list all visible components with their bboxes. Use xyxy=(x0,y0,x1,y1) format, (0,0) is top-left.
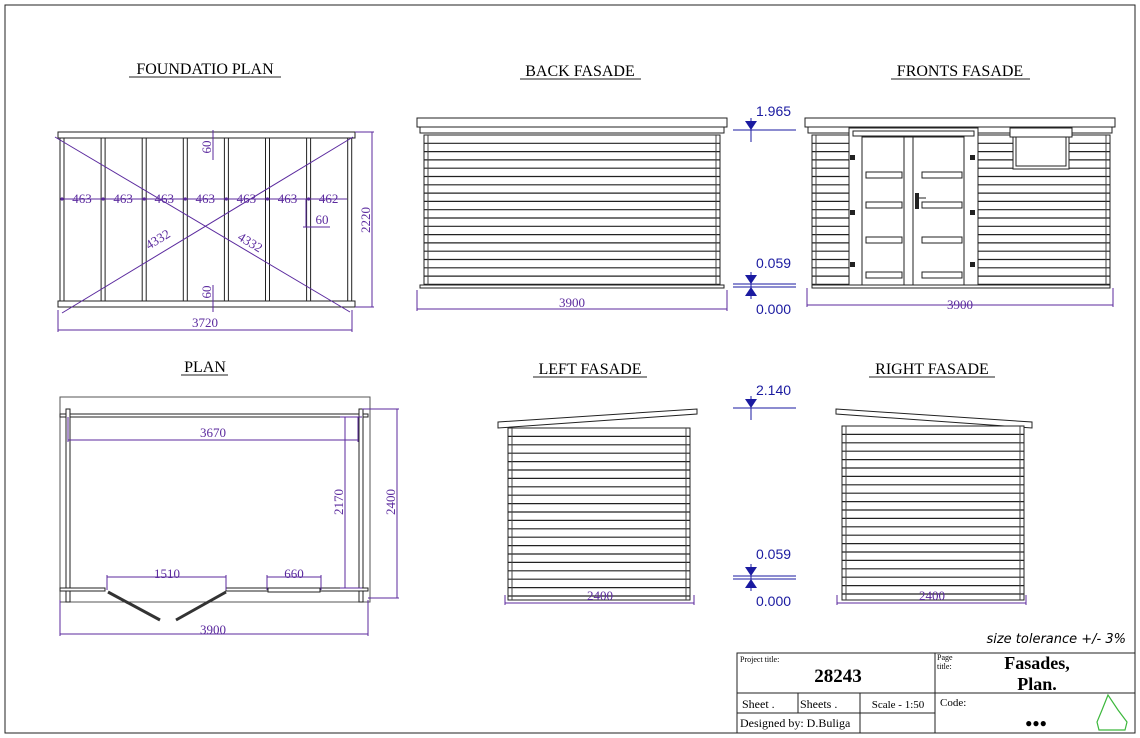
sheets-label: Sheets . xyxy=(800,697,837,711)
page-title-label-1: Page xyxy=(937,653,953,662)
page-title-line-2: Plan. xyxy=(1017,674,1057,694)
level-ground: 0.000 xyxy=(756,593,791,609)
left-fasade: 2400 xyxy=(497,408,698,605)
dim-point xyxy=(183,197,187,201)
dim-diagonal-2: 4332 xyxy=(235,229,265,255)
dim-right-width: 2400 xyxy=(919,588,945,603)
level-floor: 0.059 xyxy=(756,546,791,562)
double-door xyxy=(848,127,979,286)
door-rail xyxy=(865,236,903,244)
door-rail xyxy=(921,201,963,209)
dim-outer-width: 3900 xyxy=(200,622,226,637)
level-markers-bottom: 2.140 0.059 0.000 xyxy=(733,382,796,609)
hinge-icon xyxy=(970,262,975,267)
designed-by: Designed by: D.Buliga xyxy=(740,716,851,730)
door-rail xyxy=(865,201,903,209)
dim-joist-width: 60 xyxy=(316,212,329,227)
joist xyxy=(59,137,65,302)
tree-logo-icon xyxy=(1096,693,1128,731)
dim-point xyxy=(142,197,146,201)
title-right-fasade: RIGHT FASADE xyxy=(875,361,989,378)
sheet-border xyxy=(4,4,1136,734)
dim-top-gap: 60 xyxy=(199,141,214,154)
dim-joist-spacing: 462 xyxy=(319,191,339,206)
dim-front-width: 3900 xyxy=(947,297,973,312)
code-value: ●●● xyxy=(1025,716,1047,730)
dim-inner-width: 3670 xyxy=(200,425,226,440)
title-back-fasade: BACK FASADE xyxy=(525,63,635,80)
hinge-icon xyxy=(970,155,975,160)
joist xyxy=(182,137,188,302)
joist xyxy=(141,137,147,302)
tolerance-note: size tolerance +/- 3% xyxy=(986,632,1126,647)
dim-foundation-depth: 2220 xyxy=(358,207,373,233)
dim-joist-spacing: 463 xyxy=(237,191,257,206)
door-rail xyxy=(921,236,963,244)
joist xyxy=(306,137,312,302)
view-titles: FOUNDATIO PLAN BACK FASADE FRONTS FASADE… xyxy=(129,61,1030,378)
level-roof: 1.965 xyxy=(756,103,791,119)
dim-foundation-width: 3720 xyxy=(192,315,218,330)
joist xyxy=(100,137,106,302)
right-fasade: 2400 xyxy=(835,408,1033,605)
joist xyxy=(347,137,353,302)
title-plan: PLAN xyxy=(184,359,226,376)
title-front-fasade: FRONTS FASADE xyxy=(897,63,1023,80)
title-block-text: Project title: 28243 Page title: Fasades… xyxy=(740,653,1070,730)
page-title-label-2: title: xyxy=(937,662,952,671)
joist xyxy=(223,137,229,302)
sheet-label: Sheet . xyxy=(742,697,775,711)
dim-joist-spacing: 463 xyxy=(154,191,174,206)
dim-point xyxy=(265,197,270,201)
dim-point xyxy=(101,197,105,201)
hinge-icon xyxy=(850,210,855,215)
dim-outer-depth: 2400 xyxy=(383,489,398,515)
page-title-line-1: Fasades, xyxy=(1004,653,1070,673)
door-rail xyxy=(865,171,903,179)
dim-back-width: 3900 xyxy=(559,295,585,310)
project-title-label: Project title: xyxy=(740,655,779,664)
floor-plan: 3670 2170 2400 1510 660 3900 xyxy=(59,396,399,637)
front-fasade: 3900 xyxy=(804,117,1116,312)
dim-joist-spacing: 463 xyxy=(113,191,133,206)
code-label: Code: xyxy=(940,697,966,709)
level-markers-top: 1.965 0.059 0.000 xyxy=(733,103,796,317)
dim-door-width: 1510 xyxy=(154,566,180,581)
dim-point xyxy=(307,197,311,201)
dim-left-width: 2400 xyxy=(587,588,613,603)
door-rail xyxy=(921,271,963,279)
door-rail xyxy=(865,271,903,279)
hinge-icon xyxy=(970,210,975,215)
project-number: 28243 xyxy=(814,666,862,687)
title-block xyxy=(736,652,1136,734)
dim-joist-spacing: 463 xyxy=(196,191,216,206)
level-floor: 0.059 xyxy=(756,255,791,271)
door-handle-icon xyxy=(915,193,919,209)
joist xyxy=(265,137,270,302)
window xyxy=(1009,127,1073,170)
title-left-fasade: LEFT FASADE xyxy=(539,361,642,378)
title-foundation-plan: FOUNDATIO PLAN xyxy=(136,61,274,78)
dim-joist-spacing: 463 xyxy=(278,191,298,206)
level-roof: 2.140 xyxy=(756,382,791,398)
door-rail xyxy=(921,171,963,179)
dim-bottom-gap: 60 xyxy=(199,286,214,299)
hinge-icon xyxy=(850,155,855,160)
hinge-icon xyxy=(850,262,855,267)
dim-joist-spacing: 463 xyxy=(72,191,92,206)
level-ground: 0.000 xyxy=(756,301,791,317)
dim-point xyxy=(60,197,64,201)
dim-window-width: 660 xyxy=(284,566,304,581)
back-fasade: 3900 xyxy=(416,117,728,311)
scale-label: Scale - 1:50 xyxy=(872,699,925,711)
dim-inner-depth: 2170 xyxy=(331,489,346,515)
dim-point xyxy=(224,197,228,201)
